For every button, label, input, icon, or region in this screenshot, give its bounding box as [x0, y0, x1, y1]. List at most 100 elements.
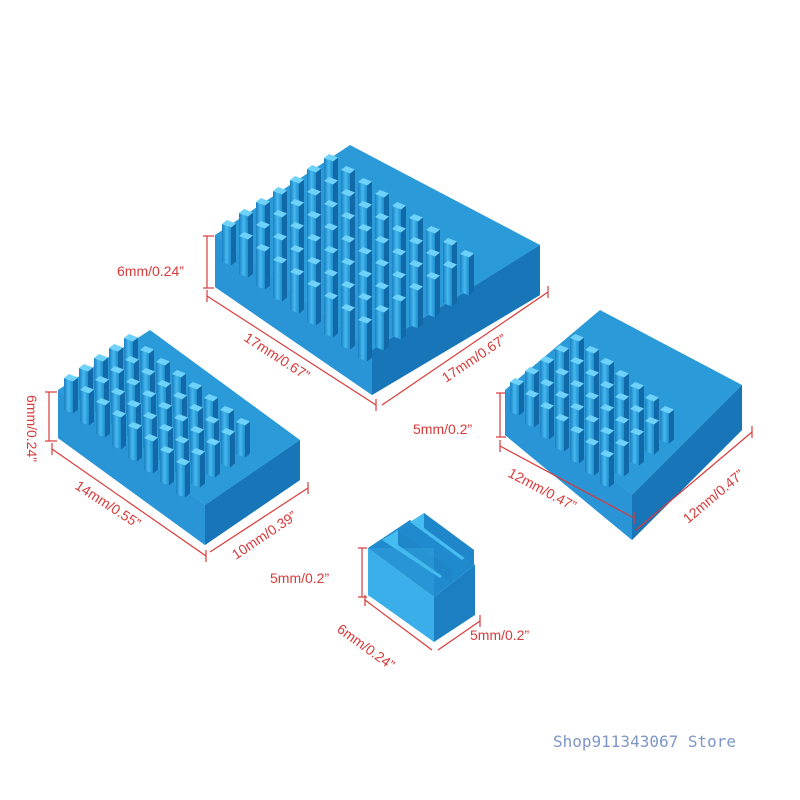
- medright-fin: [540, 406, 549, 440]
- medleft-fin: [176, 462, 185, 498]
- large-fin-top: [358, 293, 372, 301]
- dimension-lines: [45, 235, 753, 651]
- large-fin-top: [409, 237, 423, 245]
- medleft-fin-side: [245, 421, 250, 458]
- medright-fin-top: [645, 394, 659, 402]
- large-fin-top: [358, 224, 372, 232]
- medleft-fin-top: [79, 364, 93, 372]
- medright-fin-top: [600, 381, 614, 389]
- medleft-fin-top: [96, 398, 110, 406]
- medleft-fin-top: [173, 392, 187, 400]
- large-fin: [392, 298, 401, 340]
- medleft-fin-side: [105, 401, 110, 438]
- medleft-fin-top: [158, 402, 172, 410]
- medleft-fin-top: [172, 370, 186, 378]
- medright-fin-top: [600, 358, 614, 366]
- medleft-fin: [96, 402, 105, 438]
- medleft-fin: [236, 422, 245, 458]
- heatsink-medium-left: [58, 330, 300, 545]
- medleft-fin: [206, 442, 215, 478]
- medright-fin-top: [570, 426, 584, 434]
- medleft-height-label: 6mm/0.24”: [24, 395, 40, 462]
- large-fin-top: [239, 232, 253, 240]
- medleft-fin-side: [121, 413, 126, 450]
- small-width-label: 6mm/0.24”: [334, 620, 398, 672]
- large-fin: [341, 308, 350, 350]
- medleft-fin-top: [190, 426, 204, 434]
- medright-fin: [570, 430, 579, 464]
- medleft-fin-top: [157, 380, 171, 388]
- large-fin-side: [248, 235, 253, 278]
- medleft-fin-top: [236, 418, 250, 426]
- medleft-fin-top: [160, 446, 174, 454]
- heatsink-large: [215, 145, 540, 395]
- medleft-fin-top: [140, 346, 154, 354]
- large-fin-side: [299, 271, 304, 314]
- medleft-fin-top: [124, 334, 138, 342]
- large-fin-top: [273, 187, 287, 195]
- medleft-fin-top: [189, 404, 203, 412]
- medright-fin: [600, 454, 609, 488]
- large-fin-top: [239, 209, 253, 217]
- large-fin-top: [256, 244, 270, 252]
- medleft-fin-top: [111, 388, 125, 396]
- medright-fin-side: [669, 409, 674, 444]
- medleft-fin-side: [230, 431, 235, 468]
- large-fin-top: [443, 238, 457, 246]
- medright-fin-side: [594, 441, 599, 476]
- large-fin-top: [426, 272, 440, 280]
- large-fin: [409, 287, 418, 329]
- medright-fin-top: [600, 450, 614, 458]
- large-fin: [358, 320, 367, 362]
- medleft-fin-side: [200, 451, 205, 488]
- medright-fin-top: [660, 406, 674, 414]
- medleft-fin-top: [205, 416, 219, 424]
- medleft-fin-top: [110, 366, 124, 374]
- medright-fin-top: [570, 357, 584, 365]
- medleft-fin-side: [215, 441, 220, 478]
- large-fin-top: [307, 165, 321, 173]
- large-fin-side: [418, 286, 423, 329]
- large-fin-top: [358, 270, 372, 278]
- medleft-fin-top: [191, 448, 205, 456]
- medright-fin-side: [654, 420, 659, 455]
- medright-fin: [585, 442, 594, 476]
- medleft-fin: [112, 414, 121, 450]
- large-fin: [324, 296, 333, 338]
- large-fin-top: [324, 154, 338, 162]
- medright-fin-top: [525, 367, 539, 375]
- medright-fin: [615, 443, 624, 477]
- medleft-fin-top: [206, 438, 220, 446]
- medleft-fin-top: [141, 368, 155, 376]
- medleft-fin-top: [94, 354, 108, 362]
- medright-fin-top: [585, 346, 599, 354]
- large-fin-top: [375, 259, 389, 267]
- large-fin-side: [469, 253, 474, 296]
- medright-fin-top: [540, 379, 554, 387]
- small-height-label: 5mm/0.2”: [270, 570, 329, 586]
- large-fin-side: [350, 307, 355, 350]
- large-fin-side: [452, 264, 457, 307]
- medright-fin-top: [540, 402, 554, 410]
- large-fin-top: [358, 201, 372, 209]
- medleft-fin: [191, 452, 200, 488]
- medright-fin-top: [525, 390, 539, 398]
- large-fin-top: [375, 282, 389, 290]
- medleft-fin: [221, 432, 230, 468]
- large-fin-top: [409, 214, 423, 222]
- medright-fin-top: [615, 370, 629, 378]
- medleft-fin-top: [144, 434, 158, 442]
- large-fin-top: [290, 268, 304, 276]
- large-fin-top: [324, 177, 338, 185]
- medright-fin: [630, 432, 639, 466]
- large-fin-top: [375, 190, 389, 198]
- large-fin: [256, 248, 265, 290]
- large-fin-top: [409, 283, 423, 291]
- large-fin-side: [435, 275, 440, 318]
- large-fin-side: [316, 283, 321, 326]
- large-fin-top: [324, 223, 338, 231]
- large-fin-top: [324, 200, 338, 208]
- medright-fin-top: [585, 392, 599, 400]
- large-fin-top: [460, 250, 474, 258]
- large-fin: [375, 309, 384, 351]
